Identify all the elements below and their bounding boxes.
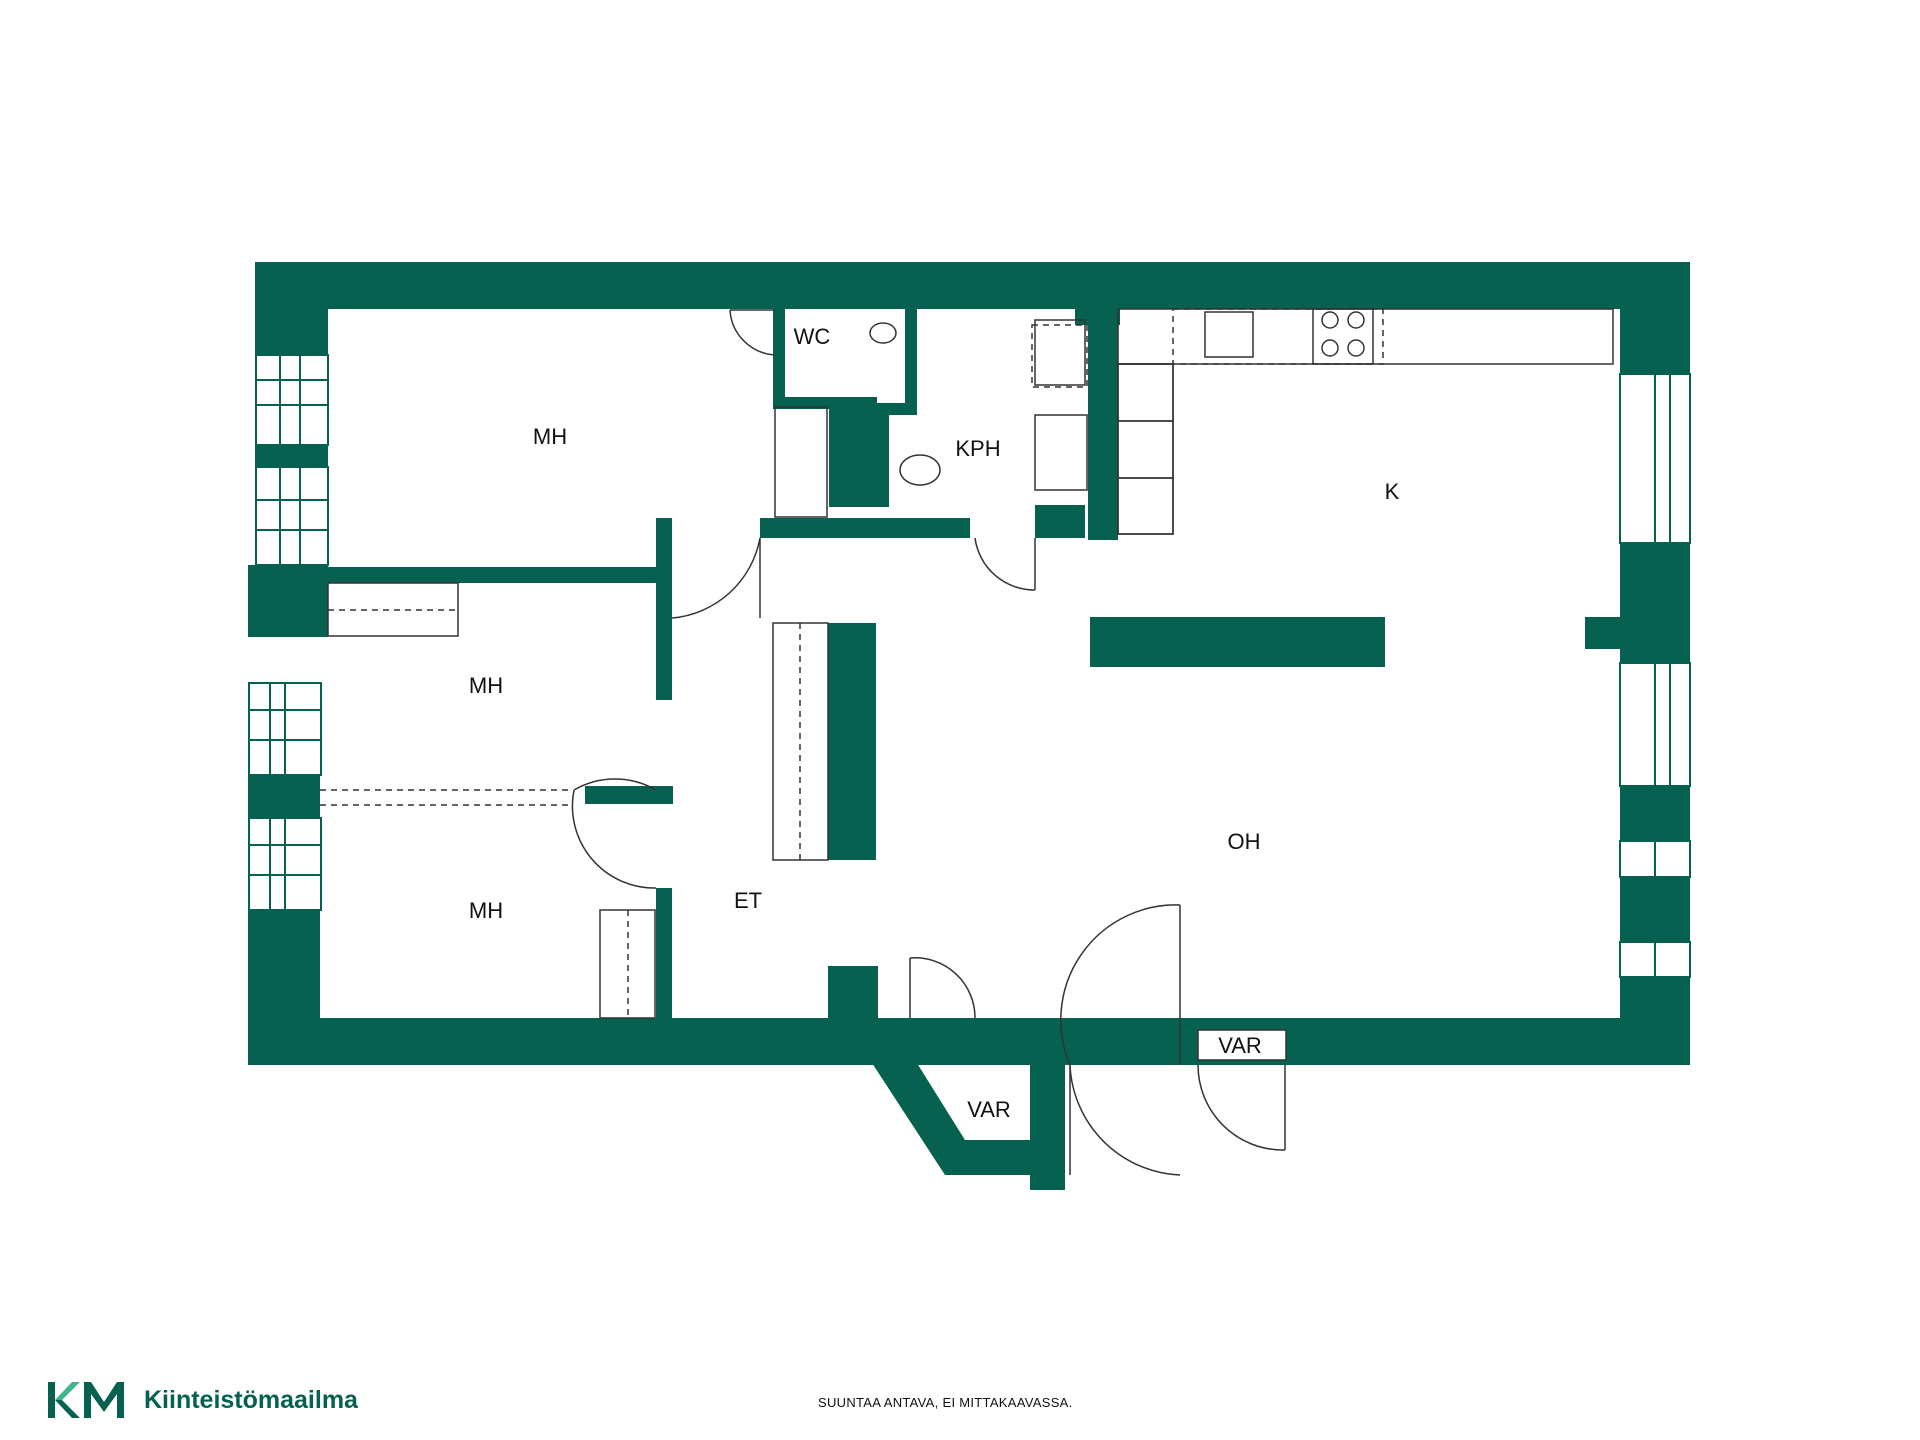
brand: Kiinteistömaailma bbox=[48, 1380, 358, 1420]
dashed-lines bbox=[320, 308, 1384, 1018]
brand-name: Kiinteistömaailma bbox=[144, 1385, 358, 1414]
room-label-var-entry: VAR bbox=[1218, 1033, 1262, 1058]
room-label-mh-bottom: MH bbox=[469, 898, 503, 923]
window-mullions bbox=[249, 355, 1671, 977]
disclaimer: SUUNTAA ANTAVA, EI MITTAKAAVASSA. bbox=[818, 1395, 1073, 1410]
room-label-mh-top: MH bbox=[533, 424, 567, 449]
km-logo-icon bbox=[48, 1382, 124, 1418]
room-label-oh: OH bbox=[1228, 829, 1261, 854]
walls bbox=[248, 262, 1690, 1190]
room-label-wc: WC bbox=[794, 324, 831, 349]
room-labels: MH MH MH WC KPH K ET OH VAR VAR bbox=[469, 324, 1400, 1122]
fixtures bbox=[327, 308, 1614, 1176]
room-label-et: ET bbox=[734, 888, 762, 913]
room-label-k: K bbox=[1385, 479, 1400, 504]
room-label-var-lower: VAR bbox=[967, 1097, 1011, 1122]
room-label-mh-middle: MH bbox=[469, 673, 503, 698]
room-label-kph: KPH bbox=[955, 436, 1000, 461]
